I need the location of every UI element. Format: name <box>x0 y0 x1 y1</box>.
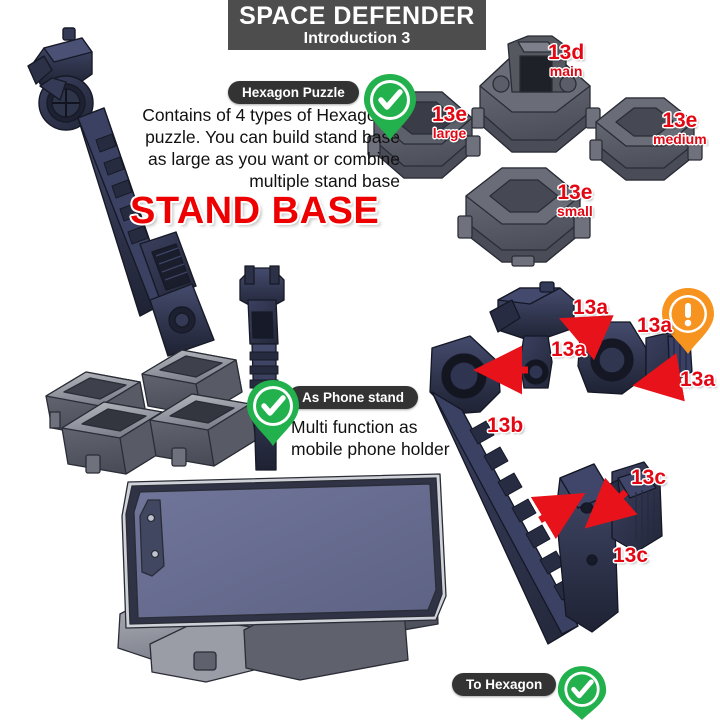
callout-pill-to-hexagon[interactable]: To Hexagon <box>452 673 557 696</box>
part-label-grip-lower: 13c <box>613 545 648 566</box>
hexagon-piece-small-art <box>457 167 591 267</box>
part-size: medium <box>653 131 707 147</box>
part-code: 13e <box>662 109 698 132</box>
green-check-icon-phone-stand <box>245 378 301 448</box>
green-check-icon-hexagon-puzzle <box>362 72 418 142</box>
part-code: 13b <box>487 414 524 437</box>
part-label-grip-upper: 13c <box>631 467 666 488</box>
part-code: 13a <box>551 338 587 361</box>
part-code: 13d <box>548 41 585 64</box>
stand-base-heading: STAND BASE <box>129 189 380 233</box>
rack-arm-art <box>429 335 579 645</box>
part-code: 13a <box>573 296 609 319</box>
part-code: 13e <box>432 103 468 126</box>
arrow-13c-left <box>530 492 586 540</box>
part-label-arm-rack: 13b <box>487 415 523 436</box>
callout-pill-hexagon-puzzle[interactable]: Hexagon Puzzle <box>228 81 359 104</box>
hexagon-piece-medium-art <box>589 97 703 181</box>
callout-pill-phone-stand-label: As Phone stand <box>302 390 405 405</box>
arrow-13a-right <box>632 353 685 402</box>
phone-on-stand-art <box>117 473 447 683</box>
part-label-pivot-mid: 13a <box>551 339 586 360</box>
title-banner: SPACE DEFENDER Introduction 3 <box>228 0 486 50</box>
hexagon-base-cluster-art <box>45 349 257 475</box>
arrow-13c-right <box>584 477 638 529</box>
page-title: SPACE DEFENDER <box>239 1 475 30</box>
orange-exclamation-icon <box>660 286 718 358</box>
stand-assembly-art <box>27 27 215 357</box>
part-label-pivot-knob: 13a <box>637 315 672 336</box>
green-check-icon-to-hexagon <box>556 664 608 720</box>
part-code: 13c <box>613 544 649 567</box>
part-label-pivot-top: 13a <box>573 297 608 318</box>
part-size: large <box>432 125 467 141</box>
callout-pill-to-hexagon-label: To Hexagon <box>466 677 543 692</box>
part-code: 13a <box>680 368 716 391</box>
part-code: 13c <box>631 466 667 489</box>
assembly-arrows <box>473 315 685 540</box>
callout-text-phone-stand: Multi function as mobile phone holder <box>291 417 450 459</box>
page-subtitle: Introduction 3 <box>303 29 411 47</box>
arrow-13a-top <box>559 315 614 361</box>
part-label-pivot-end: 13a <box>680 369 715 390</box>
callout-pill-phone-stand[interactable]: As Phone stand <box>288 386 419 409</box>
hexagon-piece-main-art <box>471 35 601 153</box>
part-size: main <box>549 63 583 79</box>
callout-pill-hexagon-puzzle-label: Hexagon Puzzle <box>242 85 345 100</box>
callout-text-hexagon-puzzle: Contains of 4 types of Hexagonal puzzle.… <box>142 105 400 191</box>
part-code: 13e <box>557 181 593 204</box>
part-code: 13a <box>637 314 673 337</box>
part-size: small <box>557 203 593 219</box>
